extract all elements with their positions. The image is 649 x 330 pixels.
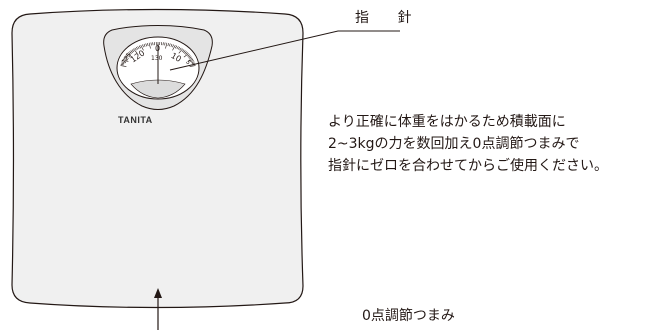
dial-tick xyxy=(120,64,124,66)
scale-body xyxy=(11,8,304,309)
dial-tick xyxy=(138,45,141,49)
dial-tick xyxy=(129,51,132,54)
dial-tick xyxy=(127,53,133,58)
dial-tick xyxy=(176,46,179,50)
dial-tick xyxy=(189,57,193,60)
dial-tick xyxy=(172,44,174,48)
dial-tick xyxy=(126,54,129,57)
dial-tick xyxy=(122,60,126,62)
dial-tick xyxy=(123,57,127,60)
zero-knob-label: 0点調節つまみ xyxy=(362,308,455,324)
dial-tick xyxy=(121,62,125,65)
dial-tick xyxy=(181,49,185,53)
needle-leader-line xyxy=(169,30,400,71)
dial-tick xyxy=(172,44,176,51)
dial-tick xyxy=(190,60,194,62)
dial-number: 130 xyxy=(151,55,163,62)
dial-tick xyxy=(183,53,189,58)
dial-tick xyxy=(122,59,129,62)
dial-tick xyxy=(182,50,186,53)
dial-tick xyxy=(187,54,190,57)
dial-tick xyxy=(120,65,127,67)
instruction-line: より正確に体重をはかるため積載面に xyxy=(328,114,566,130)
dial-tick xyxy=(187,55,191,58)
dial-tick xyxy=(142,44,144,48)
dial-tick xyxy=(179,47,182,51)
brand-logo: TANITA xyxy=(118,115,153,125)
dial-tick xyxy=(121,61,125,63)
dial-tick xyxy=(145,43,147,47)
dial-tick xyxy=(184,51,187,54)
dial-tick xyxy=(177,46,181,50)
dial-tick xyxy=(188,56,192,59)
dial-tick xyxy=(152,42,154,46)
dial-tick xyxy=(124,56,128,59)
dial-tick xyxy=(148,42,151,49)
dial-tick xyxy=(185,52,188,55)
dial-tick xyxy=(191,61,195,63)
dial-tick xyxy=(150,42,152,46)
dial-tick xyxy=(187,59,194,62)
dial-tick xyxy=(143,43,146,47)
dial-tick xyxy=(175,45,178,49)
dial-tick xyxy=(169,43,171,47)
dial-tick xyxy=(125,55,129,58)
dial-tick xyxy=(147,43,149,47)
dial-tick xyxy=(191,62,195,65)
dial-tick xyxy=(189,65,196,67)
instruction-line: 2~3kgの力を数回加え0点調節つまみで xyxy=(328,136,580,152)
dial-tick xyxy=(178,48,183,54)
dial-number: 0 xyxy=(155,44,161,53)
dial-tick xyxy=(162,42,164,46)
knob-arrow-head xyxy=(154,288,162,298)
needle-label: 指 針 xyxy=(355,10,424,26)
dial-tick xyxy=(128,52,131,55)
dial-tick xyxy=(165,42,168,49)
dial-tick xyxy=(130,50,134,53)
dial-tick xyxy=(134,47,137,51)
dial-tick xyxy=(131,49,135,53)
dial-tick xyxy=(170,43,173,47)
dial-tick xyxy=(140,44,144,51)
instruction-line: 指針にゼロを合わせてからご使用ください。 xyxy=(328,158,608,174)
dial-tick xyxy=(135,46,139,50)
dial-tick xyxy=(167,43,169,47)
dial-tick xyxy=(164,42,166,46)
dial-tick xyxy=(133,48,138,54)
dial-tick xyxy=(137,46,140,50)
